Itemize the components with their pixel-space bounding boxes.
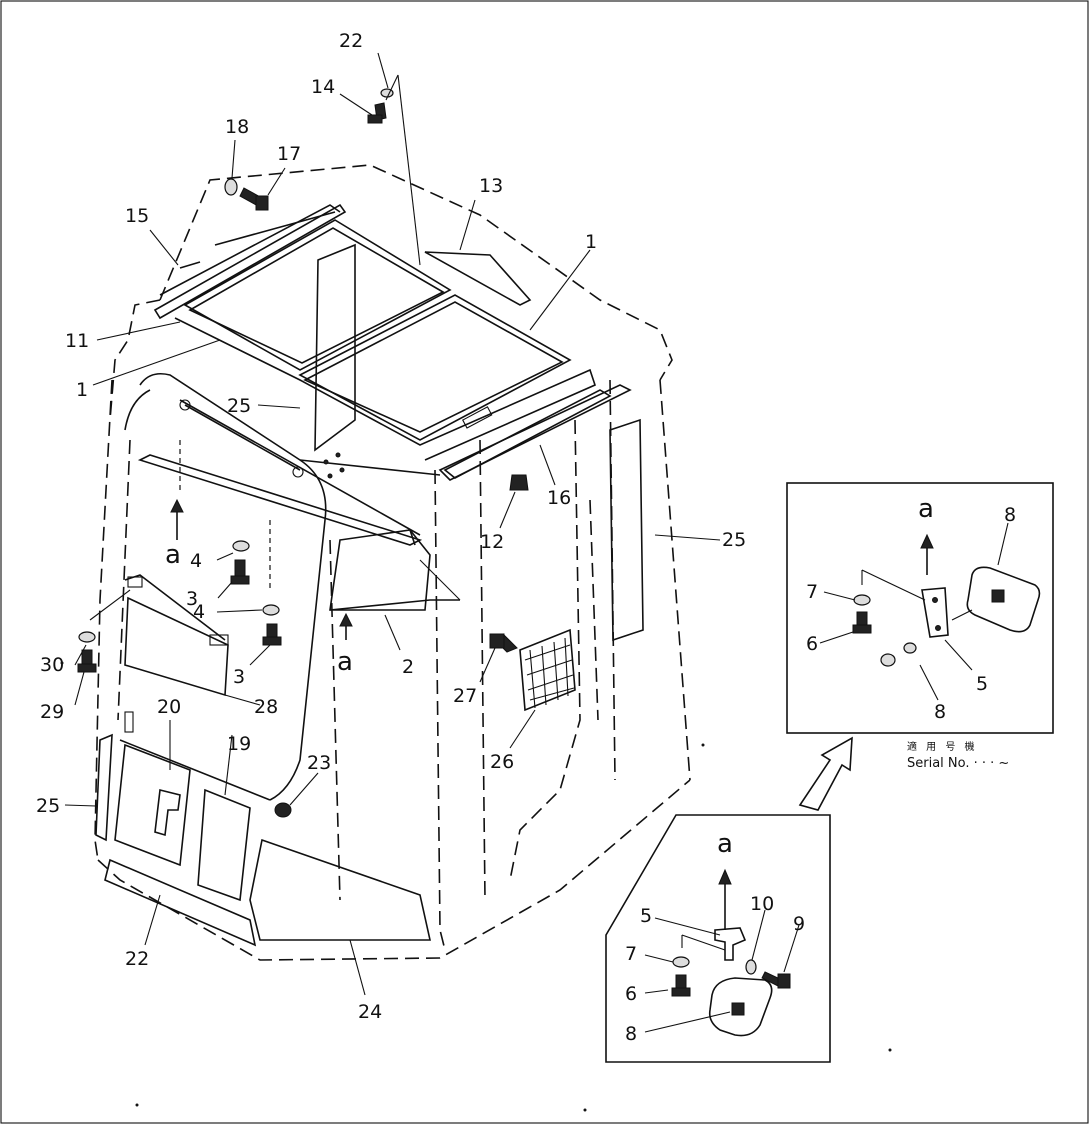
callout-16b: 16 xyxy=(547,487,571,509)
inset-top-callout-7: 7 xyxy=(806,581,818,603)
inset-bottom-callout-8: 8 xyxy=(625,1023,637,1045)
roof-windows xyxy=(159,204,596,461)
inset-bottom-callout-5: 5 xyxy=(640,905,652,927)
inset-bottom-callout-6: 6 xyxy=(625,983,637,1005)
callout-25a: 25 xyxy=(227,395,251,417)
pillar-trims xyxy=(314,243,644,642)
inset-top-callout-5: 5 xyxy=(976,673,988,695)
net-26 xyxy=(519,628,576,712)
callout-23: 24 xyxy=(358,1001,382,1023)
callout-18: 18 xyxy=(225,116,249,138)
view-marker-a-1: a xyxy=(165,540,181,570)
callout-11: 11 xyxy=(65,330,89,352)
view-marker-a-2: a xyxy=(337,647,353,677)
callout-29: 29 xyxy=(40,701,64,723)
callout-4b: 4 xyxy=(193,601,205,623)
callout-15: 22 xyxy=(339,30,363,52)
callout-24: 25 xyxy=(36,795,60,817)
callout-12: 12 xyxy=(480,531,504,553)
serial-label-en: Serial No. · · · ~ xyxy=(907,756,1009,771)
callout-27: 27 xyxy=(453,685,477,707)
callout-1b: 1 xyxy=(76,379,88,401)
inset-top-callout-8b: 8 xyxy=(934,701,946,723)
main-callouts: 22 14 18 17 15 13 1 11 1 25 12 16 25 a 4… xyxy=(36,30,746,1023)
trim-strips xyxy=(153,203,612,479)
view-arrows xyxy=(170,498,353,640)
callout-20: 20 xyxy=(157,696,181,718)
inset-top-callout-8a: 8 xyxy=(1004,504,1016,526)
callout-17: 17 xyxy=(277,143,301,165)
inset-bottom-callout-9: 9 xyxy=(793,913,805,935)
inset-bottom-callout-10: 10 xyxy=(750,893,774,915)
inset-top-view-marker: a xyxy=(918,494,934,524)
callout-26: 26 xyxy=(490,751,514,773)
inset-bottom: a 5 10 9 7 6 8 xyxy=(605,814,831,1063)
inset-bottom-view-marker: a xyxy=(717,829,733,859)
callout-3b: 3 xyxy=(233,666,245,688)
callout-4a: 4 xyxy=(190,550,202,572)
callout-22: 23 xyxy=(307,752,331,774)
inset-top-callout-6: 6 xyxy=(806,633,818,655)
sun-visor xyxy=(124,574,229,697)
callout-19: 19 xyxy=(227,733,251,755)
bracket-2 xyxy=(329,529,461,611)
inset-top: a 8 7 6 5 8 適 用 号 機 Serial No. · · · ~ xyxy=(786,482,1054,771)
callout-28: 28 xyxy=(254,696,278,718)
fasteners xyxy=(77,88,529,818)
wiper-assembly xyxy=(137,399,423,590)
callout-13: 13 xyxy=(479,175,503,197)
callout-1a: 1 xyxy=(585,231,597,253)
cab-body xyxy=(94,164,691,961)
serial-label-jp: 適 用 号 機 xyxy=(907,740,978,753)
inset-bottom-callout-7: 7 xyxy=(625,943,637,965)
inset-link-arrow xyxy=(798,736,853,811)
callout-2: 2 xyxy=(402,656,414,678)
callout-3a: 3 xyxy=(186,588,198,610)
callout-16a: 15 xyxy=(125,205,149,227)
callout-30: 30 xyxy=(40,654,64,676)
callout-21: 22 xyxy=(125,948,149,970)
scan-specks xyxy=(60,661,892,1112)
lower-panels xyxy=(95,711,257,947)
callout-14: 14 xyxy=(311,76,335,98)
callout-25b: 25 xyxy=(722,529,746,551)
leader-lines xyxy=(64,52,721,996)
